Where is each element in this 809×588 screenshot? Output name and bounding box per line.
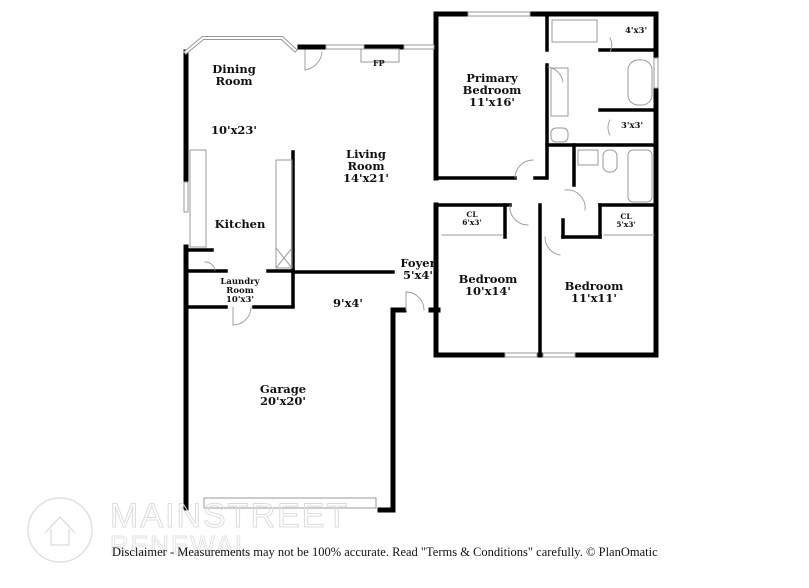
room-dims: 14'x21' — [343, 171, 389, 186]
room-dims: 10'x14' — [465, 284, 511, 299]
closet-name: CL — [466, 210, 478, 219]
room-label-bedroom-2: Bedroom 10'x14' — [459, 273, 518, 297]
room-label-living: Living Room 14'x21' — [343, 148, 389, 184]
room-dims: 11'x16' — [469, 95, 515, 110]
watermark-text-renewal: RENEWAL — [110, 530, 252, 561]
watermark-logo-icon — [27, 497, 93, 563]
closet-name: CL — [620, 212, 632, 221]
closet-label-6x3: CL 6'x3' — [462, 211, 482, 227]
room-dims: 11'x11' — [571, 291, 617, 306]
windows — [183, 11, 659, 509]
room-label-laundry: Laundry Room 10'x3' — [220, 278, 259, 305]
room-name-line2: Room — [347, 159, 385, 174]
room-name-line2: Room — [215, 74, 253, 89]
room-label-primary-bedroom: Primary Bedroom 11'x16' — [463, 72, 522, 108]
room-dims: 5'x4' — [403, 268, 433, 283]
room-name: Dining — [212, 62, 256, 76]
room-name: Primary — [466, 71, 518, 85]
room-dims: 20'x20' — [260, 394, 306, 409]
room-dims-dining: 10'x23' — [211, 123, 257, 137]
room-name: Foyer — [400, 256, 436, 270]
room-dims-closet-4x3: 4'x3' — [624, 26, 648, 36]
room-label-kitchen: Kitchen — [214, 217, 266, 231]
room-name-line2: Bedroom — [462, 83, 522, 98]
room-name: Laundry — [220, 277, 260, 287]
interior-walls — [186, 12, 658, 357]
closet-label-5x3: CL 5'x3' — [616, 213, 636, 229]
closet-dims: 6'x3' — [462, 217, 482, 227]
closet-dims: 5'x3' — [616, 219, 636, 229]
fireplace-label: FP — [373, 58, 385, 68]
room-label-dining: Dining Room — [212, 63, 255, 87]
room-name: Living — [346, 147, 386, 161]
room-name: Bedroom — [458, 272, 518, 286]
watermark-text-mainstreet: MAINSTREET — [109, 497, 350, 536]
room-name: Bedroom — [564, 279, 624, 293]
room-name: Garage — [259, 382, 307, 396]
disclaimer-text: Disclaimer - Measurements may not be 100… — [112, 545, 658, 559]
room-dims: 10'x3' — [225, 294, 254, 305]
room-label-garage: Garage 20'x20' — [260, 383, 306, 407]
room-name-line2: Room — [226, 285, 254, 296]
room-dims-closet-3x3: 3'x3' — [620, 121, 644, 131]
room-label-bedroom-3: Bedroom 11'x11' — [565, 280, 624, 304]
room-dims-hall: 9'x4' — [333, 296, 363, 310]
room-label-foyer: Foyer 5'x4' — [400, 257, 435, 281]
